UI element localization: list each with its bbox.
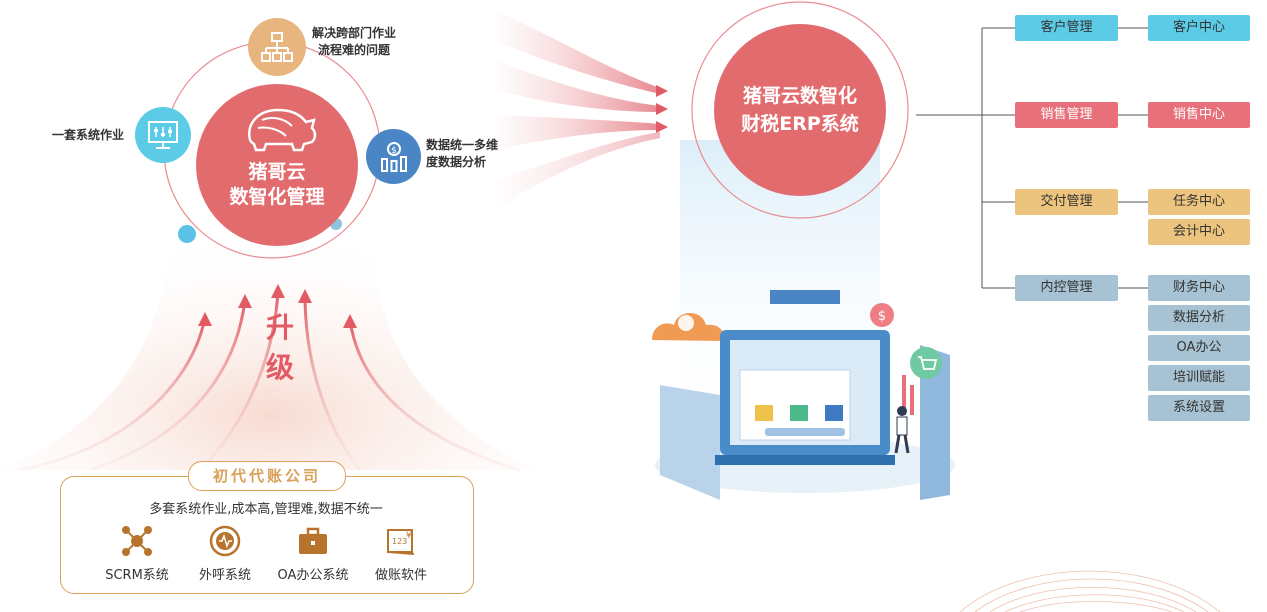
beam-arrowheads <box>656 85 668 133</box>
erp-title-line2: 财税ERP系统 <box>741 113 859 135</box>
child-finance-center: 财务中心 <box>1148 275 1250 301</box>
tool-bookkeeping: 123 ¥ 做账软件 <box>356 524 446 583</box>
transition-beams <box>495 10 660 210</box>
child-task-center: 任务中心 <box>1148 189 1250 215</box>
org-chart-icon <box>261 32 293 62</box>
ring-dot <box>178 225 196 243</box>
legacy-company-box <box>60 476 474 594</box>
dollar-coin-icon <box>870 303 894 327</box>
tool-bookkeeping-label: 做账软件 <box>374 568 427 583</box>
data-analysis-caption: 数据统一多维 度数据分析 <box>426 137 498 171</box>
svg-text:$: $ <box>391 146 397 156</box>
workflow-icon-circle <box>248 18 306 76</box>
group-sales: 销售管理 <box>1015 102 1118 128</box>
svg-text:123: 123 <box>392 537 407 546</box>
legacy-title: 初代代账公司 <box>188 461 346 491</box>
child-accounting-center: 会计中心 <box>1148 219 1250 245</box>
child-training: 培训赋能 <box>1148 365 1250 391</box>
erp-ring <box>691 1 909 219</box>
one-system-icon-circle <box>135 107 191 163</box>
data-analysis-caption-line1: 数据统一多维 <box>426 138 499 152</box>
erp-illustration: $ <box>652 290 955 500</box>
yellow-tile <box>755 405 773 421</box>
tool-call: 外呼系统 <box>180 524 270 583</box>
person-icon <box>897 406 907 416</box>
monitor-base <box>715 455 895 465</box>
center-title-line1: 猪哥云 <box>248 161 306 183</box>
money-chart-icon: $ <box>380 141 407 172</box>
child-customer-center: 客户中心 <box>1148 15 1250 41</box>
red-bar <box>902 375 906 415</box>
svg-text:¥: ¥ <box>406 531 412 541</box>
data-analysis-caption-line2: 度数据分析 <box>426 155 487 169</box>
erp-circle: 猪哥云数智化 财税ERP系统 <box>714 24 886 196</box>
green-tile <box>790 405 808 421</box>
child-oa-office: OA办公 <box>1148 335 1250 361</box>
upgrade-char1: 升 <box>265 311 294 344</box>
upgrade-glow <box>0 200 540 470</box>
accounting-book-icon: 123 ¥ <box>387 529 415 555</box>
tool-oa-label: OA办公系统 <box>277 568 349 583</box>
upgrade-label: 升 级 <box>264 308 296 388</box>
group-customer: 客户管理 <box>1015 15 1118 41</box>
phone-call-icon <box>209 525 241 557</box>
group-internal-control: 内控管理 <box>1015 275 1118 301</box>
progress-bar <box>765 428 845 436</box>
left-panel <box>660 385 720 500</box>
tool-scrm-label: SCRM系统 <box>105 568 169 583</box>
monitor-icon <box>148 121 178 149</box>
workflow-caption: 解决跨部门作业 流程难的问题 <box>312 25 396 59</box>
erp-title-line1: 猪哥云数智化 <box>742 85 857 107</box>
gear-icon <box>678 315 694 331</box>
dollar-symbol: $ <box>878 309 886 324</box>
group-delivery: 交付管理 <box>1015 189 1118 215</box>
center-brand-circle: 猪哥云 数智化管理 <box>196 84 358 246</box>
data-analysis-icon-circle: $ <box>366 129 421 184</box>
briefcase-icon <box>299 527 327 554</box>
blue-tile <box>825 405 843 421</box>
tool-scrm: SCRM系统 <box>92 524 182 583</box>
pig-logo-icon <box>247 108 317 152</box>
child-sales-center: 销售中心 <box>1148 102 1250 128</box>
upgrade-arrowheads <box>198 284 357 328</box>
tree-connectors <box>916 27 1148 289</box>
corner-arcs <box>959 570 1221 612</box>
child-data-analysis: 数据分析 <box>1148 305 1250 331</box>
cart-icon <box>910 347 942 379</box>
legacy-description: 多套系统作业,成本高,管理难,数据不统一 <box>149 502 383 517</box>
one-system-caption: 一套系统作业 <box>52 128 125 142</box>
center-title-line2: 数智化管理 <box>229 186 325 208</box>
tool-call-label: 外呼系统 <box>198 568 251 583</box>
right-panel <box>920 345 950 500</box>
tool-oa: OA办公系统 <box>268 524 358 583</box>
network-users-icon <box>122 526 152 556</box>
workflow-caption-line2: 流程难的问题 <box>318 43 391 57</box>
red-bar <box>910 385 914 415</box>
upgrade-arrows <box>19 289 521 472</box>
top-bar <box>770 290 840 304</box>
child-system-settings: 系统设置 <box>1148 395 1250 421</box>
workflow-caption-line1: 解决跨部门作业 <box>312 26 397 40</box>
upgrade-char2: 级 <box>265 351 294 384</box>
